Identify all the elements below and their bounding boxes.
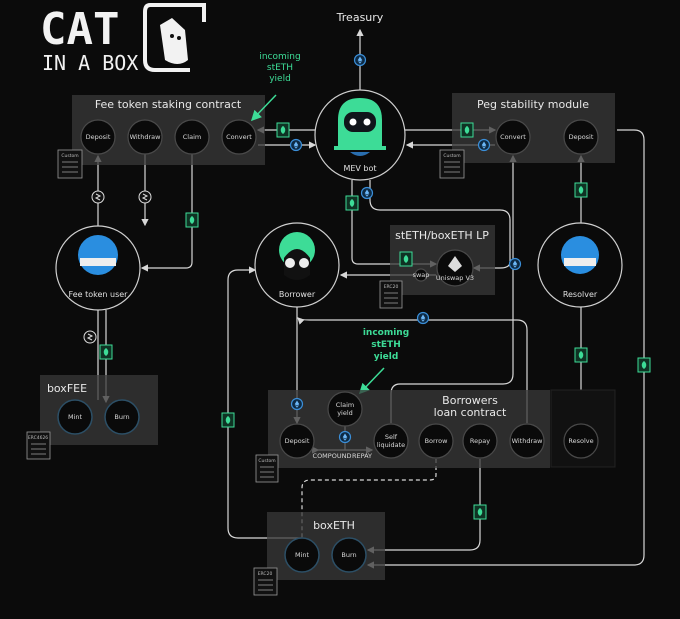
svg-text:stETH/boxETH LP: stETH/boxETH LP xyxy=(395,229,489,242)
svg-text:Borrow: Borrow xyxy=(425,437,449,445)
svg-text:Resolver: Resolver xyxy=(563,290,598,299)
fee-staking-deposit[interactable]: Deposit xyxy=(80,119,116,155)
mev-bot[interactable]: MEV bot xyxy=(314,89,406,181)
svg-text:Mint: Mint xyxy=(68,413,83,421)
borrower[interactable]: Borrower xyxy=(254,222,340,308)
loan-repay[interactable]: Repay xyxy=(462,423,498,459)
svg-text:CAT: CAT xyxy=(40,4,119,55)
fee-token-user[interactable]: Fee token user xyxy=(55,225,141,311)
svg-text:Borrowers: Borrowers xyxy=(442,394,498,407)
boxeth-burn[interactable]: Burn xyxy=(331,537,367,573)
svg-text:COMPOUND: COMPOUND xyxy=(313,452,352,460)
boxfee-burn[interactable]: Burn xyxy=(104,399,140,435)
svg-text:liquidate: liquidate xyxy=(377,441,405,449)
svg-text:Peg stability module: Peg stability module xyxy=(477,98,589,111)
svg-text:Custom: Custom xyxy=(61,153,78,159)
svg-text:MEV bot: MEV bot xyxy=(343,164,376,173)
uniswap-pool[interactable]: Uniswap V3 xyxy=(436,249,474,287)
svg-text:Withdraw: Withdraw xyxy=(130,133,162,141)
loan-deposit[interactable]: Deposit xyxy=(279,423,315,459)
svg-text:Claim: Claim xyxy=(183,133,201,141)
fee-staking-convert[interactable]: Convert xyxy=(221,119,257,155)
erc20-doc-icon: ERC20 xyxy=(253,567,278,596)
svg-text:Self: Self xyxy=(385,433,398,441)
unicorn-icon xyxy=(448,256,462,272)
boxeth-contract: boxETH Mint Burn ERC20 xyxy=(253,512,385,596)
svg-text:Fee token staking contract: Fee token staking contract xyxy=(95,98,242,111)
svg-text:Uniswap V3: Uniswap V3 xyxy=(436,274,474,282)
swap-node: swap xyxy=(413,268,430,282)
svg-text:Custom: Custom xyxy=(443,153,460,159)
boxfee-contract: boxFEE Mint Burn ERC4626 xyxy=(26,375,158,460)
svg-text:swap: swap xyxy=(413,271,430,279)
svg-text:Fee token user: Fee token user xyxy=(69,290,129,299)
peg-convert[interactable]: Convert xyxy=(495,119,531,155)
resolve-node[interactable]: Resolve xyxy=(563,423,599,459)
svg-text:ERC4626: ERC4626 xyxy=(28,435,48,441)
svg-text:yield: yield xyxy=(374,352,399,362)
svg-text:Deposit: Deposit xyxy=(569,133,594,141)
steth-boxeth-lp: stETH/boxETH LP Uniswap V3 swap ERC20 xyxy=(379,225,495,309)
svg-text:stETH: stETH xyxy=(371,340,400,350)
svg-text:Borrower: Borrower xyxy=(279,290,316,299)
svg-text:Resolve: Resolve xyxy=(568,437,593,445)
custom-doc-icon: Custom xyxy=(57,149,83,179)
boxfee-mint[interactable]: Mint xyxy=(57,399,93,435)
custom-doc-icon: Custom xyxy=(439,149,465,179)
svg-text:Custom: Custom xyxy=(258,458,275,464)
svg-text:ERC20: ERC20 xyxy=(258,571,273,577)
cat-icon xyxy=(160,18,188,64)
svg-text:Deposit: Deposit xyxy=(86,133,111,141)
custom-doc-icon: Custom xyxy=(255,454,279,483)
boxeth-mint[interactable]: Mint xyxy=(284,537,320,573)
svg-text:yield: yield xyxy=(337,409,353,417)
svg-text:yield: yield xyxy=(269,74,291,84)
svg-text:Convert: Convert xyxy=(500,133,526,141)
loan-withdraw[interactable]: Withdraw xyxy=(509,423,545,459)
svg-text:REPAY: REPAY xyxy=(352,452,372,460)
fee-staking-contract: Fee token staking contract Deposit Withd… xyxy=(57,95,265,179)
user-avatar-icon xyxy=(78,235,118,275)
svg-text:Claim: Claim xyxy=(336,401,354,409)
svg-text:IN A BOX: IN A BOX xyxy=(42,51,138,75)
logo: CAT IN A BOX xyxy=(40,3,206,75)
svg-text:Burn: Burn xyxy=(114,413,129,421)
resolver[interactable]: Resolver xyxy=(537,222,623,308)
svg-text:incoming: incoming xyxy=(363,328,409,338)
svg-text:incoming: incoming xyxy=(259,52,300,62)
svg-text:loan contract: loan contract xyxy=(434,406,507,419)
fee-staking-claim[interactable]: Claim xyxy=(174,119,210,155)
erc4626-doc-icon: ERC4626 xyxy=(26,431,51,460)
svg-text:boxFEE: boxFEE xyxy=(47,382,87,395)
svg-text:ERC20: ERC20 xyxy=(384,284,399,290)
svg-text:Mint: Mint xyxy=(295,551,310,559)
svg-text:Withdraw: Withdraw xyxy=(512,437,544,445)
svg-text:Convert: Convert xyxy=(226,133,252,141)
peg-deposit[interactable]: Deposit xyxy=(563,119,599,155)
resolver-avatar-icon xyxy=(561,236,599,274)
treasury-label: Treasury xyxy=(336,11,384,24)
yield-annotation-mid: incoming stETH yield xyxy=(358,328,409,395)
peg-stability-module: Peg stability module Convert Deposit Cus… xyxy=(439,93,615,179)
fee-staking-withdraw[interactable]: Withdraw xyxy=(127,119,163,155)
svg-text:Repay: Repay xyxy=(470,437,490,445)
loan-borrow[interactable]: Borrow xyxy=(418,423,454,459)
svg-text:stETH: stETH xyxy=(267,63,293,73)
svg-text:Burn: Burn xyxy=(341,551,356,559)
svg-text:Deposit: Deposit xyxy=(285,437,310,445)
erc20-doc-icon: ERC20 xyxy=(379,280,403,309)
svg-text:boxETH: boxETH xyxy=(313,519,355,532)
yield-annotation-top: incoming stETH yield xyxy=(250,52,301,122)
